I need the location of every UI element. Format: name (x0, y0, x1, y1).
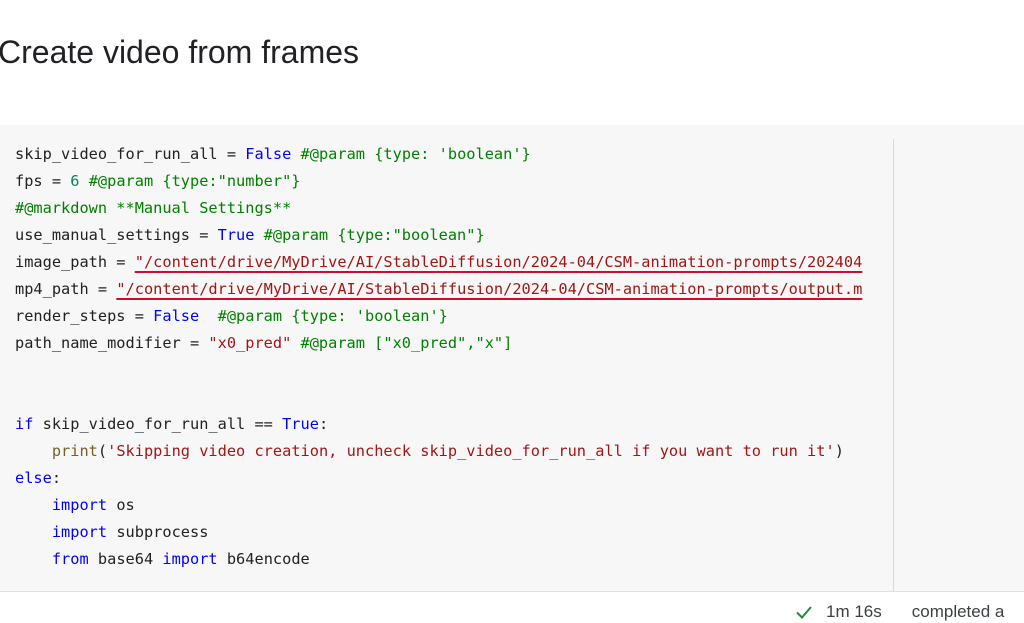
code-keyword: import (51, 523, 108, 541)
code-token: b64encode (217, 550, 310, 568)
code-indent (15, 442, 52, 460)
code-comment: #@param {type:"number"} (79, 172, 301, 190)
code-keyword: else (15, 469, 52, 487)
code-token: render_steps = (15, 307, 154, 325)
code-line-9 (15, 357, 862, 384)
code-token: : (51, 469, 62, 487)
code-line-6: mp4_path = "/content/drive/MyDrive/AI/St… (15, 276, 862, 303)
check-icon (796, 606, 812, 619)
line-length-ruler (893, 139, 894, 591)
code-string: "x0_pred" (208, 334, 292, 352)
code-cell[interactable]: skip_video_for_run_all = False #@param {… (0, 125, 1024, 591)
code-comment: #@param ["x0_pred","x"] (291, 334, 513, 352)
code-token: : (318, 415, 329, 433)
code-token: mp4_path = (15, 280, 117, 298)
code-line-14: import os (15, 492, 862, 519)
code-keyword: from (51, 550, 89, 568)
code-token: image_path = (15, 253, 135, 271)
code-indent (15, 550, 52, 568)
section-heading: Create video from frames (0, 34, 360, 70)
code-string: "/content/drive/MyDrive/AI/StableDiffusi… (134, 253, 863, 271)
code-line-12: print('Skipping video creation, uncheck … (15, 438, 862, 465)
code-line-16: from base64 import b64encode (15, 546, 862, 573)
code-token: skip_video_for_run_all == (33, 415, 283, 433)
code-token: fps = (15, 172, 71, 190)
code-line-11: if skip_video_for_run_all == True: (15, 411, 862, 438)
code-line-1: skip_video_for_run_all = False #@param {… (15, 141, 862, 168)
code-line-4: use_manual_settings = True #@param {type… (15, 222, 862, 249)
code-token: ) (834, 442, 844, 460)
code-token: use_manual_settings = (15, 226, 218, 244)
code-token: subprocess (107, 523, 209, 541)
code-token: 6 (70, 172, 80, 190)
code-token: False (245, 145, 292, 163)
code-line-2: fps = 6 #@param {type:"number"} (15, 168, 862, 195)
code-indent (15, 496, 52, 514)
code-comment: #@param {type: 'boolean'} (291, 145, 531, 163)
code-line-13: else: (15, 465, 862, 492)
execution-status-text: completed a (911, 602, 1005, 621)
code-keyword: import (51, 496, 108, 514)
code-line-5: image_path = "/content/drive/MyDrive/AI/… (15, 249, 862, 276)
code-line-7: render_steps = False #@param {type: 'boo… (15, 303, 862, 330)
code-token: os (107, 496, 135, 514)
code-keyword: import (162, 550, 218, 568)
cell-footer-divider (0, 591, 1024, 592)
code-line-8: path_name_modifier = "x0_pred" #@param [… (15, 330, 862, 357)
code-comment: #@markdown **Manual Settings** (15, 199, 292, 217)
code-line-10 (15, 384, 862, 411)
code-editor[interactable]: skip_video_for_run_all = False #@param {… (15, 141, 862, 573)
code-token: True (217, 226, 255, 244)
code-token: skip_video_for_run_all = (15, 145, 246, 163)
code-token: base64 (88, 550, 163, 568)
execution-duration: 1m 16s (826, 602, 882, 621)
execution-status[interactable]: 1m 16s completed a (794, 597, 1004, 623)
code-string: "/content/drive/MyDrive/AI/StableDiffusi… (116, 280, 863, 298)
code-token: ( (97, 442, 108, 460)
code-line-3: #@markdown **Manual Settings** (15, 195, 862, 222)
code-token: True (282, 415, 319, 433)
code-comment: #@param {type:"boolean"} (254, 226, 485, 244)
code-comment: #@param {type: 'boolean'} (199, 307, 448, 325)
code-token: False (153, 307, 200, 325)
code-string: 'Skipping video creation, uncheck skip_v… (107, 442, 835, 460)
code-function: print (51, 442, 98, 460)
code-line-15: import subprocess (15, 519, 862, 546)
code-keyword: if (15, 415, 34, 433)
code-token: path_name_modifier = (15, 334, 209, 352)
code-indent (15, 523, 52, 541)
